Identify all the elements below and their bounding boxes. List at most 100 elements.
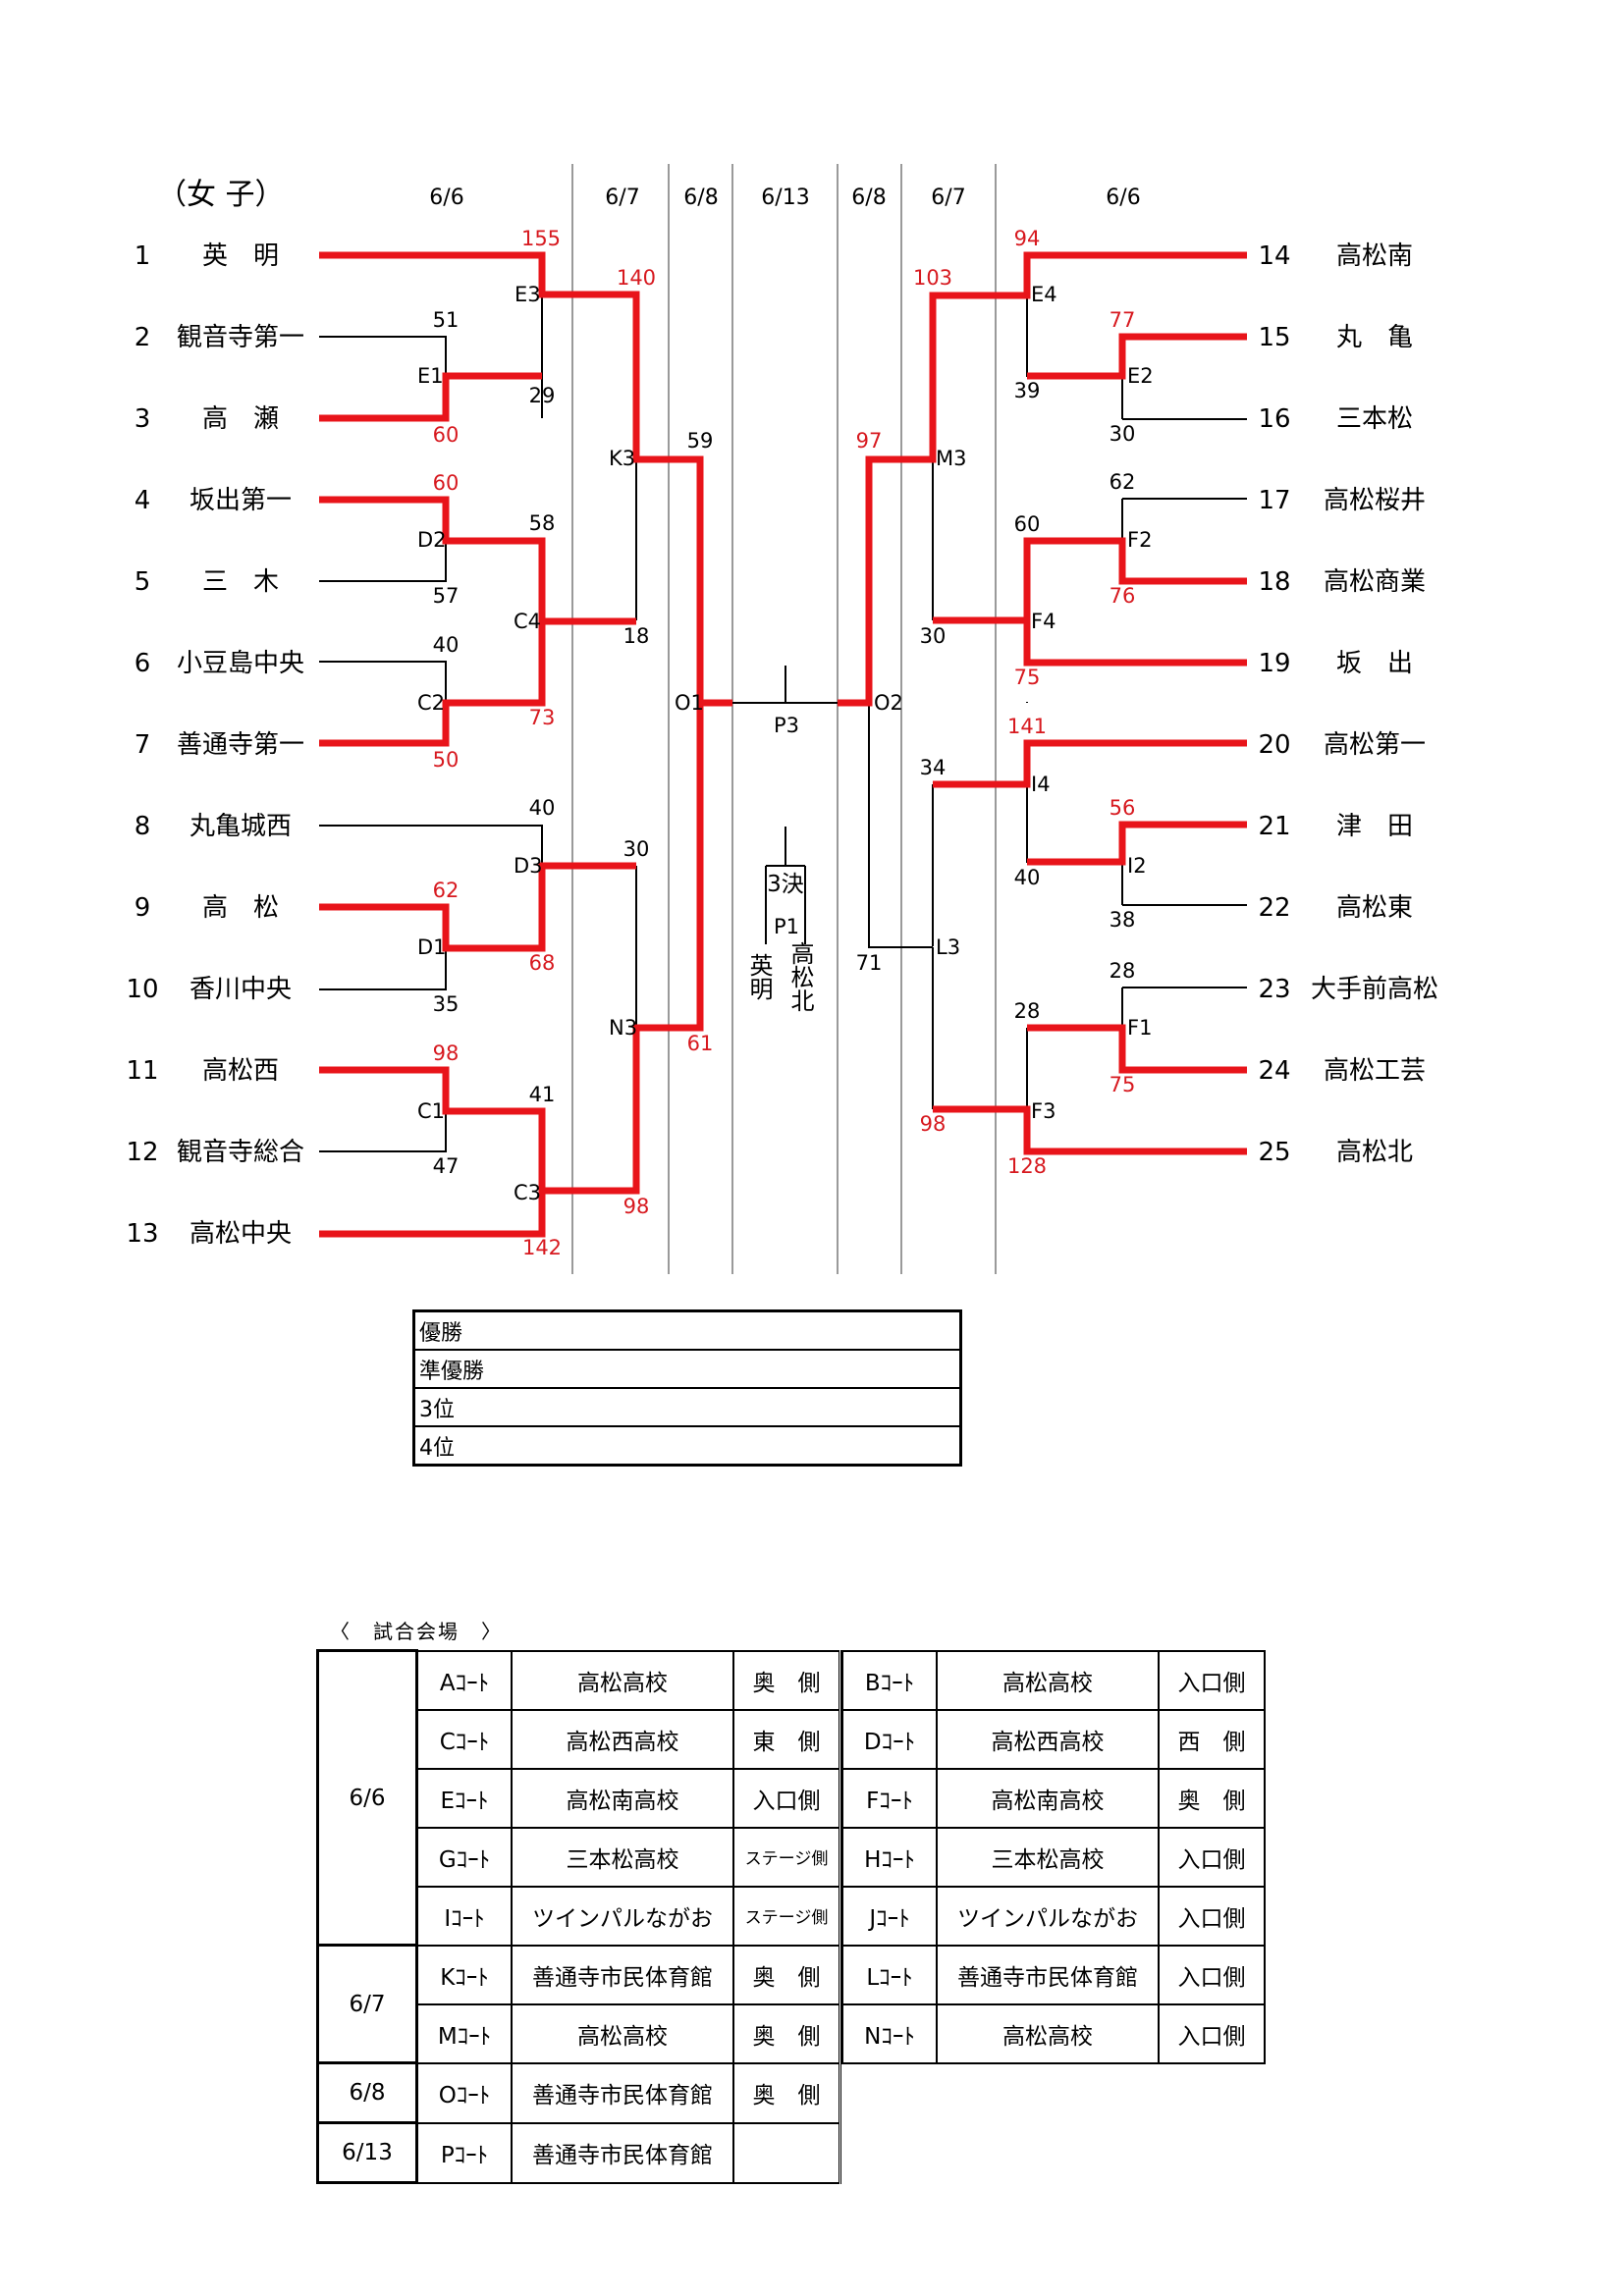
venue-date: 6/13 [316,2121,418,2184]
result-label-champion: 優勝 [412,1309,962,1351]
score-loser: 59 [687,429,714,453]
score-loser: 60 [1014,512,1041,536]
date-header: 6/8 [683,186,718,210]
match-label: E1 [417,364,444,388]
team-name: 三本松 [1336,404,1413,434]
score-winner: 98 [623,1195,650,1218]
venue-date: 6/6 [316,1649,418,1947]
winner-line [319,1191,546,1238]
team-number: 15 [1258,323,1290,352]
venue-side: 奥 側 [1158,1767,1266,1829]
team-number: 14 [1258,241,1290,271]
score-loser: 40 [1014,866,1041,889]
venue-date: 6/7 [316,1944,418,2064]
team-number: 2 [135,323,151,352]
venue-side: 入口側 [1158,2002,1266,2064]
team-number: 22 [1258,893,1290,923]
match-label: C2 [417,691,445,715]
venue-place: 高松高校 [511,2002,734,2064]
results-row: 3位 [412,1387,962,1427]
score-winner: 128 [1007,1154,1047,1178]
results-row: 準優勝 [412,1349,962,1389]
match-label: E3 [514,283,541,306]
match-labels: E3 E1 K3 D2 C4 C2 D3 D1 N3 C1 C3 O1 P3 P… [417,283,1154,1204]
team-name: 高松第一 [1324,730,1426,760]
date-header: 6/8 [851,186,886,210]
bracket-line [319,825,543,866]
venue-court: Pｺｰﾄ [415,2121,513,2184]
match-label: F3 [1031,1099,1056,1123]
venue-side: 奥 側 [732,1649,841,1711]
score-loser: 34 [920,756,947,779]
score-winner: 73 [529,706,556,729]
date-header: 6/6 [429,186,463,210]
venue-place: 三本松高校 [511,1826,734,1888]
match-label: E2 [1127,364,1154,388]
venue-divider [839,1709,842,1769]
venue-place: 善通寺市民体育館 [511,2061,734,2124]
venue-side: 入口側 [1158,1885,1266,1947]
match-label: C4 [514,610,541,633]
team-number: 9 [135,893,151,923]
result-label-fourth: 4位 [412,1425,962,1467]
winner-line [319,862,636,952]
team-name: 坂出第一 [189,486,292,515]
winner-line [1023,620,1247,667]
score-loser: 71 [856,951,883,975]
winner-line [933,537,1247,624]
bracket-line [765,827,806,944]
match-label: F2 [1127,528,1152,552]
team-number: 11 [126,1056,158,1086]
third-place-match: 3決 英明 高松北 [745,872,814,1012]
team-name: 高松商業 [1324,567,1426,597]
score-winner: 140 [617,266,656,290]
team-number: 17 [1258,486,1290,515]
venue-date: 6/8 [316,2061,418,2124]
venue-court: Eｺｰﾄ [415,1767,513,1829]
match-label: P1 [774,915,799,938]
score-loser: 57 [433,584,460,608]
venue-place: 高松西高校 [511,1708,734,1770]
venue-place: 高松西高校 [936,1708,1160,1770]
winner-line [1027,333,1247,380]
team-name: 丸亀城西 [189,812,292,841]
match-label: P3 [774,714,799,737]
team-name: 高 瀬 [202,404,279,434]
column-dividers [571,164,997,1274]
bracket-line [1026,295,1122,377]
team-number: 4 [135,486,151,515]
team-name: 観音寺第一 [177,323,304,352]
date-header: 6/13 [761,186,809,210]
venue-court: Cｺｰﾄ [415,1708,513,1770]
venue-side: 東 側 [732,1708,841,1770]
venue-court: Lｺｰﾄ [841,1944,938,2005]
venue-title: 〈 試合会場 〉 [330,1620,503,1643]
team-name: 観音寺総合 [177,1138,304,1167]
score-loser: 40 [529,796,556,820]
match-label: D2 [417,528,447,552]
venue-court: Nｺｰﾄ [841,2002,938,2064]
result-label-runner-up: 準優勝 [412,1349,962,1389]
match-label: D3 [514,854,543,878]
team-number: 8 [135,812,151,841]
venue-side: 入口側 [1158,1649,1266,1711]
team-number: 5 [135,567,151,597]
bracket-line [319,1111,447,1152]
venue-court: Hｺｰﾄ [841,1826,938,1888]
venue-empty-cell [937,2063,1159,2123]
left-team-list: 1 英 明 2 観音寺第一 3 高 瀬 4 坂出第一 5 三 木 6 小豆島中央… [126,241,304,1249]
bracket-line [669,456,701,703]
score-loser: 58 [529,511,556,535]
score-winner: 76 [1110,584,1136,608]
team-name: 善通寺第一 [177,730,304,760]
team-number: 21 [1258,812,1290,841]
venue-divider [839,1827,842,1887]
winner-line [933,1105,1247,1155]
team-number: 18 [1258,567,1290,597]
